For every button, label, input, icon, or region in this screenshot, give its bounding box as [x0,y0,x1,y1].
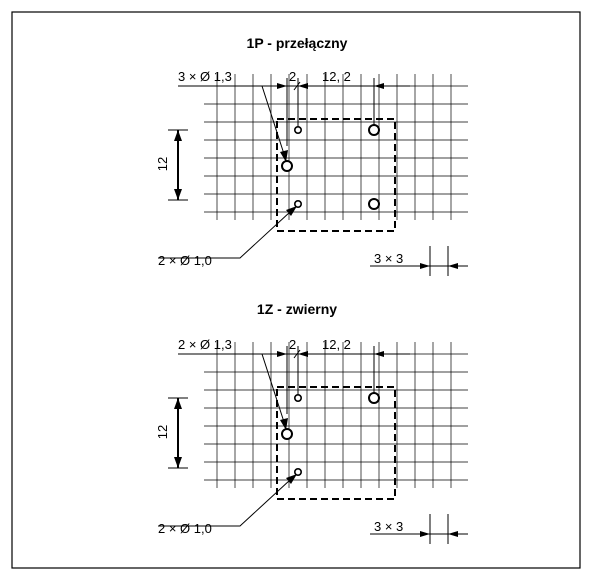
pitch-dimension-small: 2 [289,69,296,84]
hole-1-3 [281,160,293,172]
hole-1-0 [293,468,302,477]
hole-1-0 [293,200,302,209]
footprint-1z: 1Z - zwierny 2 × Ø 1,3 2 12, 2 12 2 × Ø … [155,301,469,545]
grid-step-label: 3 × 3 [374,519,403,534]
hole-1-3 [281,428,293,440]
pitch-dimension-small: 2 [289,337,296,352]
diagram-title: 1Z - zwierny [257,301,337,317]
diagram-title: 1P - przełączny [247,35,348,51]
panel-geometry [157,341,469,545]
pitch-dimension-large: 12, 2 [322,69,351,84]
grid-step-label: 3 × 3 [374,251,403,266]
panel-geometry [157,73,469,277]
height-dimension: 12 [155,157,170,171]
small-hole-label: 2 × Ø 1,0 [158,521,212,536]
footprint-1p: 1P - przełączny 3 × Ø 1,3 2 12, 2 12 2 ×… [155,35,469,277]
hole-1-3 [368,198,380,210]
height-dimension: 12 [155,425,170,439]
hole-1-0 [293,125,302,134]
hole-1-0 [293,393,302,402]
small-hole-label: 2 × Ø 1,0 [158,253,212,268]
large-hole-label: 3 × Ø 1,3 [178,69,232,84]
drawing-frame [11,11,581,569]
hole-1-3 [368,124,380,136]
large-hole-label: 2 × Ø 1,3 [178,337,232,352]
pitch-dimension-large: 12, 2 [322,337,351,352]
hole-1-3 [368,392,380,404]
